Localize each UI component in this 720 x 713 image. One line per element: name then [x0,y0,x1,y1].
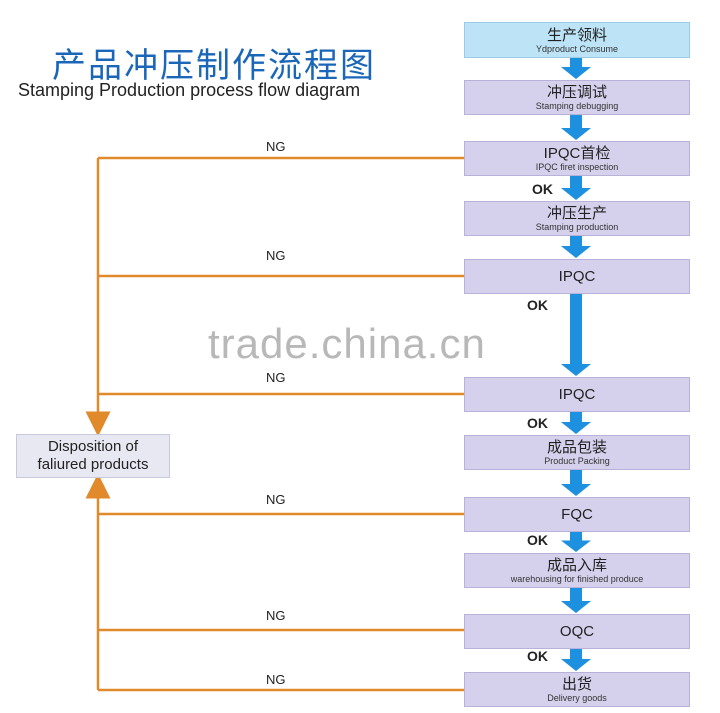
step-title: OQC [559,623,595,640]
step-title: IPQC [558,268,596,285]
step-subtitle: warehousing for finished produce [510,574,644,584]
flow-arrow-8 [561,531,591,552]
ng-label-3: NG [266,370,286,385]
disposition-box: Disposition of faliured products [16,434,170,478]
step-subtitle: Product Packing [544,456,610,466]
flow-arrow-6 [561,411,591,434]
step-title: 成品包装 [546,439,607,456]
ok-label-3: OK [527,415,548,431]
ok-label-5: OK [527,648,548,664]
flow-arrow-4 [561,235,591,258]
flow-arrow-5 [561,293,591,376]
flow-arrow-3 [561,175,591,200]
step-subtitle: IPQC firet inspection [535,162,619,172]
step-subtitle: Stamping production [535,222,619,232]
ng-label-4: NG [266,492,286,507]
process-step-10: OQC [464,614,690,649]
ok-label-1: OK [532,181,553,197]
process-step-8: FQC [464,497,690,532]
ok-label-2: OK [527,297,548,313]
title-english: Stamping Production process flow diagram [18,80,361,100]
process-step-6: IPQC [464,377,690,412]
ng-label-2: NG [266,248,286,263]
step-subtitle: Ydproduct Consume [535,43,619,54]
ng-label-5: NG [266,608,286,623]
disposition-line-1: Disposition of [47,438,139,455]
disposition-line-2: faliured products [37,456,149,473]
step-title: 冲压生产 [546,205,607,222]
ng-label-1: NG [266,139,286,154]
step-title: 冲压调试 [546,84,607,101]
step-title: 成品入库 [546,557,607,574]
ng-label-6: NG [266,672,286,687]
step-title: 生产领料 [546,26,607,44]
step-title: IPQC首检 [543,145,611,162]
flow-arrow-2 [561,114,591,140]
step-title: FQC [561,506,593,523]
step-title: 出货 [561,676,592,693]
flow-arrow-9 [561,587,591,613]
step-subtitle: Delivery goods [547,693,607,703]
title-chinese: 产品冲压制作流程图 [52,47,376,85]
step-subtitle: Stamping debugging [535,101,619,111]
step-title: IPQC [558,386,596,403]
flow-arrow-10 [561,648,591,671]
flow-arrow-1 [561,57,591,79]
ok-label-4: OK [527,532,548,548]
watermark: trade.china.cn [208,320,486,367]
flow-arrow-7 [561,469,591,496]
process-step-5: IPQC [464,259,690,294]
